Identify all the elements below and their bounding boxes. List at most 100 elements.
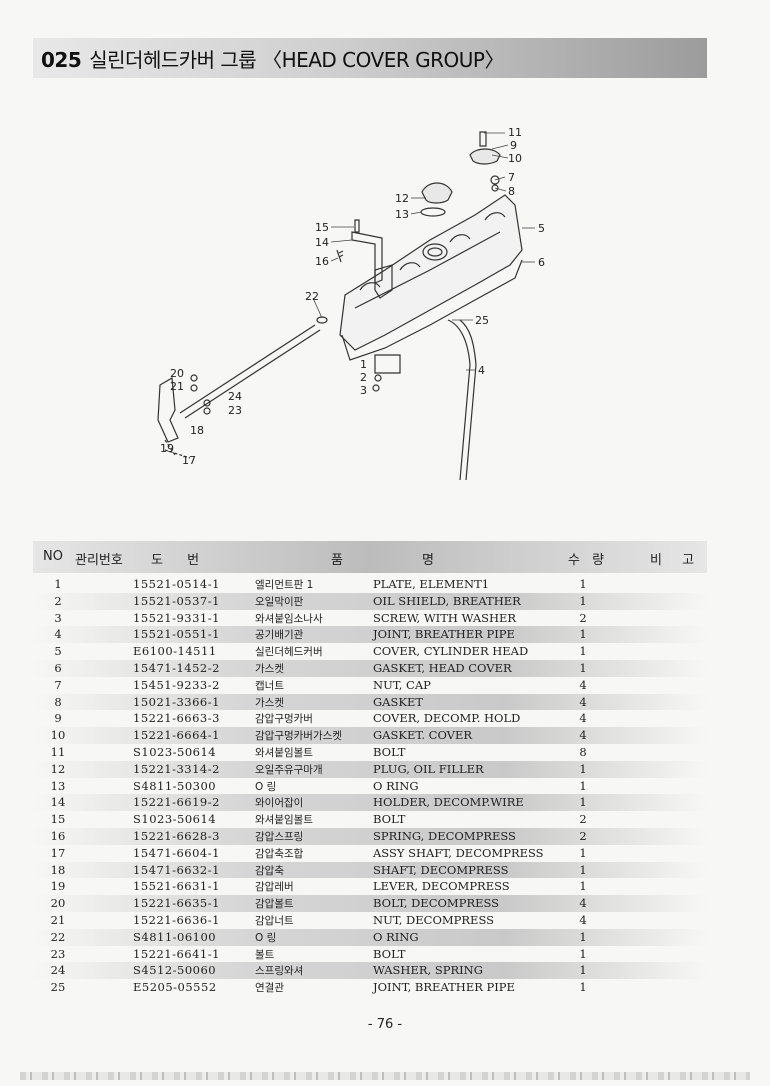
- part-name-korean: 캡너트: [255, 679, 284, 692]
- part-code: 15221-6663-3: [133, 711, 220, 726]
- part-name-korean: 실린더헤드커버: [255, 646, 323, 659]
- part-name-korean: 볼트: [255, 948, 275, 961]
- part-code: 15221-3314-2: [133, 761, 220, 776]
- part-quantity: 1: [579, 980, 587, 995]
- part-name-english: NUT, DECOMPRESS: [373, 912, 495, 927]
- row-number: 20: [50, 896, 66, 911]
- part-name-korean: 감압구멍카버: [255, 713, 313, 726]
- row-number: 1: [54, 577, 62, 591]
- callout-16: 16: [315, 255, 329, 268]
- part-quantity: 1: [579, 929, 587, 944]
- part-quantity: 1: [579, 845, 587, 860]
- part-code: 15021-3366-1: [133, 694, 220, 709]
- part-name-korean: 가스켓: [255, 662, 284, 675]
- part-code: S1023-50614: [133, 812, 217, 827]
- part-quantity: 1: [579, 963, 587, 978]
- part-quantity: 1: [579, 627, 587, 642]
- row-number: 4: [54, 627, 62, 642]
- callout-25: 25: [475, 314, 489, 327]
- callout-19: 19: [160, 442, 174, 455]
- callout-10: 10: [508, 152, 522, 165]
- callout-14: 14: [315, 236, 329, 249]
- part-code: 15221-6664-1: [133, 728, 220, 743]
- row-number: 8: [54, 694, 62, 709]
- callout-18: 18: [190, 424, 204, 437]
- scan-artifact: [20, 1072, 750, 1080]
- part-name-english: O RING: [373, 778, 419, 793]
- part-name-korean: 와셔붙임볼트: [255, 814, 313, 827]
- header-name-a: 품: [331, 553, 343, 568]
- part-quantity: 4: [579, 896, 587, 911]
- part-name-korean: 감압구멍카버가스켓: [255, 730, 342, 743]
- part-name-korean: 감압스프링: [255, 830, 304, 843]
- part-name-korean: 감압너트: [255, 914, 294, 927]
- page-number: - 76 -: [367, 1017, 403, 1032]
- part-quantity: 4: [579, 694, 587, 709]
- part-code: S4811-06100: [133, 929, 217, 944]
- part-code: E5205-05552: [133, 980, 217, 995]
- part-code: 15521-6631-1: [133, 879, 220, 894]
- part-name-korean: 공기배기관: [255, 629, 304, 642]
- part-name-korean: 감압볼트: [255, 898, 294, 911]
- row-number: 10: [50, 728, 66, 743]
- callout-24: 24: [228, 390, 242, 403]
- part-quantity: 8: [579, 744, 587, 759]
- part-code: 15221-6636-1: [133, 912, 220, 927]
- part-quantity: 1: [579, 946, 587, 961]
- part-code: 15521-9331-1: [133, 610, 220, 625]
- part-name-korean: 와이어잡이: [255, 797, 304, 810]
- part-name-korean: 감압축: [255, 864, 284, 877]
- row-number: 21: [50, 912, 66, 927]
- part-quantity: 1: [579, 862, 587, 877]
- part-name-korean: 감압레버: [255, 881, 294, 894]
- callout-5: 5: [538, 222, 545, 235]
- header-remarks: 비 고: [650, 553, 703, 568]
- row-number: 17: [50, 845, 66, 860]
- callout-9: 9: [510, 139, 517, 152]
- row-number: 3: [54, 610, 62, 625]
- section-code: 025: [41, 48, 82, 72]
- callout-15: 15: [315, 221, 329, 234]
- part-name-korean: O 링: [255, 931, 277, 944]
- callout-17: 17: [182, 454, 196, 467]
- part-quantity: 1: [579, 644, 587, 659]
- part-name-english: BOLT: [373, 744, 406, 759]
- part-code: S4512-50060: [133, 963, 217, 978]
- part-quantity: 1: [579, 879, 587, 894]
- part-quantity: 1: [579, 660, 587, 675]
- part-name-english: LEVER, DECOMPRESS: [373, 879, 510, 894]
- header-name-b: 명: [422, 553, 434, 568]
- part-code: 15221-6628-3: [133, 828, 220, 843]
- part-name-english: BOLT: [373, 812, 406, 827]
- parts-table-header: NO 관리번호 도 번 품 명 수 량 비 고: [33, 541, 707, 573]
- callout-23: 23: [228, 404, 242, 417]
- part-code: S4811-50300: [133, 778, 217, 793]
- row-number: 22: [50, 929, 66, 944]
- part-quantity: 1: [579, 577, 587, 591]
- callout-11: 11: [508, 126, 522, 139]
- part-code: 15521-0514-1: [133, 577, 220, 591]
- part-code: 15471-6604-1: [133, 845, 220, 860]
- row-number: 6: [54, 660, 62, 675]
